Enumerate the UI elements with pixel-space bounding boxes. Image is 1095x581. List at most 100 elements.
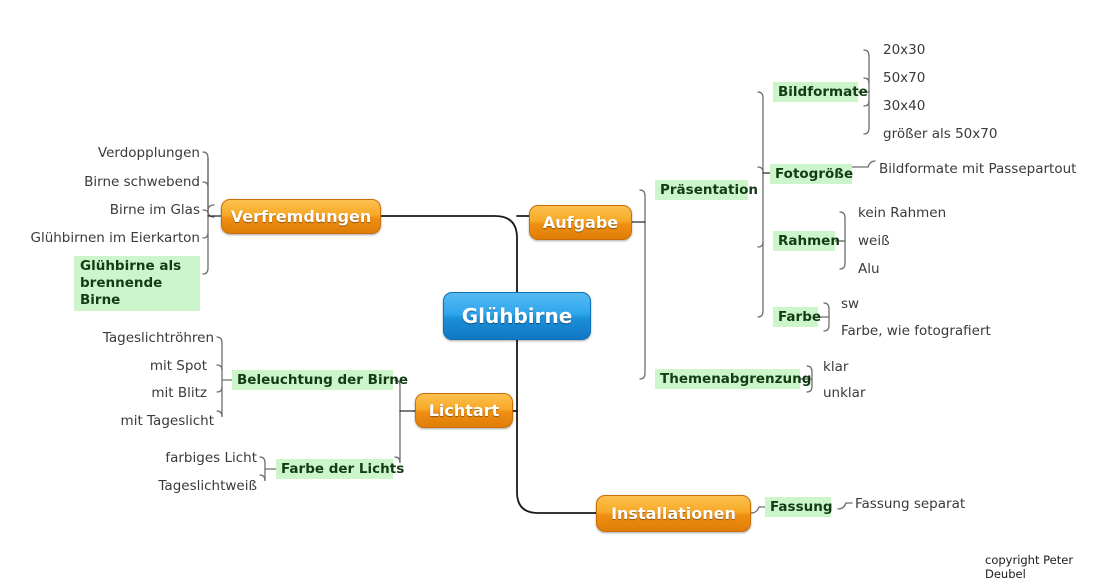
sub-node-farbe-label: Farbe <box>778 308 822 325</box>
leaf-20x30[interactable]: 20x30 <box>883 41 1023 58</box>
leaf-alu[interactable]: Alu <box>858 260 998 277</box>
leaf-weiss-label: weiß <box>858 232 890 249</box>
leaf-verdopplungen[interactable]: Verdopplungen <box>20 144 200 161</box>
leaf-farbiges-licht-label: farbiges Licht <box>165 449 257 466</box>
leaf-klar-label: klar <box>823 358 849 375</box>
main-node-aufgabe[interactable]: Aufgabe <box>529 205 632 240</box>
leaf-50x70-label: 50x70 <box>883 69 926 86</box>
leaf-kein-rahmen[interactable]: kein Rahmen <box>858 204 998 221</box>
leaf-tageslichtroehren-label: Tageslichtröhren <box>102 329 214 346</box>
link-praesentation-c2 <box>757 166 764 173</box>
link-beleuchtung-l2 <box>216 364 223 371</box>
leaf-bildformate-mit-passepartout-label: Bildformate mit Passepartout <box>879 160 1077 177</box>
leaf-mit-tageslicht[interactable]: mit Tageslicht <box>40 412 214 429</box>
leaf-farbe-wie-fotografiert-label: Farbe, wie fotografiert <box>841 322 991 339</box>
sub-node-rahmen[interactable]: Rahmen <box>773 231 840 251</box>
link-fotogroesse-hook <box>867 160 876 168</box>
trunk-verfremdungen <box>380 215 518 291</box>
leaf-alu-label: Alu <box>858 260 880 277</box>
main-node-verfremdungen[interactable]: Verfremdungen <box>221 199 381 234</box>
leaf-tageslichtweiss[interactable]: Tageslichtweiß <box>90 477 257 494</box>
leaf-fassung-separat-label: Fassung separat <box>855 495 966 512</box>
leaf-30x40-label: 30x40 <box>883 97 926 114</box>
link-beleuchtung-l3 <box>216 386 223 393</box>
sub-node-beleuchtung-der-birne[interactable]: Beleuchtung der Birne <box>232 370 408 390</box>
link-praesentation-bracket <box>757 91 764 318</box>
leaf-unklar[interactable]: unklar <box>823 384 943 401</box>
leaf-mit-spot-label: mit Spot <box>149 357 207 374</box>
sub-node-fotogroesse-label: Fotogröße <box>775 165 854 182</box>
link-farbe-bracket <box>823 302 830 332</box>
sub-node-praesentation[interactable]: Präsentation <box>655 180 758 200</box>
sub-node-rahmen-label: Rahmen <box>778 232 840 249</box>
main-node-lichtart[interactable]: Lichtart <box>415 393 513 428</box>
link-bildformate-l2 <box>863 77 870 84</box>
sub-node-farbe[interactable]: Farbe <box>773 307 822 327</box>
leaf-unklar-label: unklar <box>823 384 866 401</box>
leaf-mit-tageslicht-label: mit Tageslicht <box>120 412 214 429</box>
sub-node-themenabgrenzung[interactable]: Themenabgrenzung <box>655 369 811 389</box>
leaf-sw-label: sw <box>841 295 860 312</box>
trunk-installationen <box>516 343 597 514</box>
leaf-gluehbirne-line2: brennende Birne <box>80 274 163 308</box>
leaf-farbe-wie-fotografiert[interactable]: Farbe, wie fotografiert <box>841 322 1041 339</box>
copyright-notice: copyright Peter Deubel <box>985 553 1074 581</box>
link-lichtart-bracket <box>394 379 401 464</box>
leaf-gluehbirne-line1: Glühbirne als <box>80 258 182 274</box>
leaf-gluehbirne-als-brennende-birne[interactable]: Glühbirne als brennende Birne <box>74 256 200 311</box>
sub-node-fassung[interactable]: Fassung <box>765 497 833 517</box>
main-node-installationen[interactable]: Installationen <box>596 495 751 532</box>
link-verfremdungen-l2 <box>202 181 209 188</box>
leaf-klar[interactable]: klar <box>823 358 943 375</box>
link-aufgabe-bracket <box>639 189 646 380</box>
leaf-tageslichtweiss-label: Tageslichtweiß <box>158 477 257 494</box>
link-bildformate-l3 <box>863 100 870 107</box>
leaf-farbiges-licht[interactable]: farbiges Licht <box>90 449 257 466</box>
link-praesentation-c3 <box>757 241 764 248</box>
leaf-verdopplungen-label: Verdopplungen <box>97 144 200 161</box>
link-verfremdungen-bottom-curve <box>207 210 215 218</box>
leaf-mit-blitz[interactable]: mit Blitz <box>40 384 207 401</box>
link-installationen-fassung <box>750 506 760 514</box>
leaf-tageslichtroehren[interactable]: Tageslichtröhren <box>40 329 214 346</box>
sub-node-farbe-der-lichts[interactable]: Farbe der Lichts <box>276 459 404 479</box>
sub-node-themenabgrenzung-label: Themenabgrenzung <box>660 370 812 387</box>
link-verfremdungen-l4 <box>202 232 209 239</box>
link-rahmen-bracket <box>839 211 846 270</box>
central-node-label: Glühbirne <box>461 304 573 328</box>
leaf-groesser-als-50x70[interactable]: größer als 50x70 <box>883 125 1063 142</box>
sub-node-bildformate-label: Bildformate <box>778 83 868 100</box>
main-node-installationen-label: Installationen <box>611 504 736 523</box>
main-node-verfremdungen-label: Verfremdungen <box>230 207 372 226</box>
main-node-lichtart-label: Lichtart <box>428 401 500 420</box>
leaf-groesser-als-50x70-label: größer als 50x70 <box>883 125 998 142</box>
link-farbelichts-spine <box>259 456 266 482</box>
leaf-fassung-separat[interactable]: Fassung separat <box>855 495 1035 512</box>
sub-node-fotogroesse[interactable]: Fotogröße <box>770 164 854 184</box>
link-beleuchtung-spine <box>216 336 223 418</box>
link-fassung-separat <box>837 502 847 510</box>
leaf-gluehbirnen-im-eierkarton-label: Glühbirnen im Eierkarton <box>30 229 200 246</box>
link-verfremdungen-l5 <box>202 267 209 275</box>
leaf-birne-schwebend[interactable]: Birne schwebend <box>20 173 200 190</box>
leaf-sw[interactable]: sw <box>841 295 981 312</box>
central-node-gluehbirne[interactable]: Glühbirne <box>443 292 591 340</box>
leaf-mit-spot[interactable]: mit Spot <box>40 357 207 374</box>
leaf-weiss[interactable]: weiß <box>858 232 998 249</box>
leaf-50x70[interactable]: 50x70 <box>883 69 1023 86</box>
leaf-birne-schwebend-label: Birne schwebend <box>84 173 200 190</box>
sub-node-fassung-label: Fassung <box>770 498 833 515</box>
sub-node-bildformate[interactable]: Bildformate <box>773 82 868 102</box>
leaf-kein-rahmen-label: kein Rahmen <box>858 204 947 221</box>
sub-node-beleuchtung-label: Beleuchtung der Birne <box>237 371 409 388</box>
leaf-bildformate-mit-passepartout[interactable]: Bildformate mit Passepartout <box>879 160 1095 177</box>
leaf-birne-im-glas-label: Birne im Glas <box>109 201 200 218</box>
link-verfremdungen-top <box>202 151 215 212</box>
leaf-gluehbirnen-im-eierkarton[interactable]: Glühbirnen im Eierkarton <box>10 229 200 246</box>
leaf-30x40[interactable]: 30x40 <box>883 97 1023 114</box>
main-node-aufgabe-label: Aufgabe <box>542 213 619 232</box>
leaf-mit-blitz-label: mit Blitz <box>151 384 207 401</box>
leaf-birne-im-glas[interactable]: Birne im Glas <box>20 201 200 218</box>
sub-node-farbe-der-lichts-label: Farbe der Lichts <box>281 460 405 477</box>
